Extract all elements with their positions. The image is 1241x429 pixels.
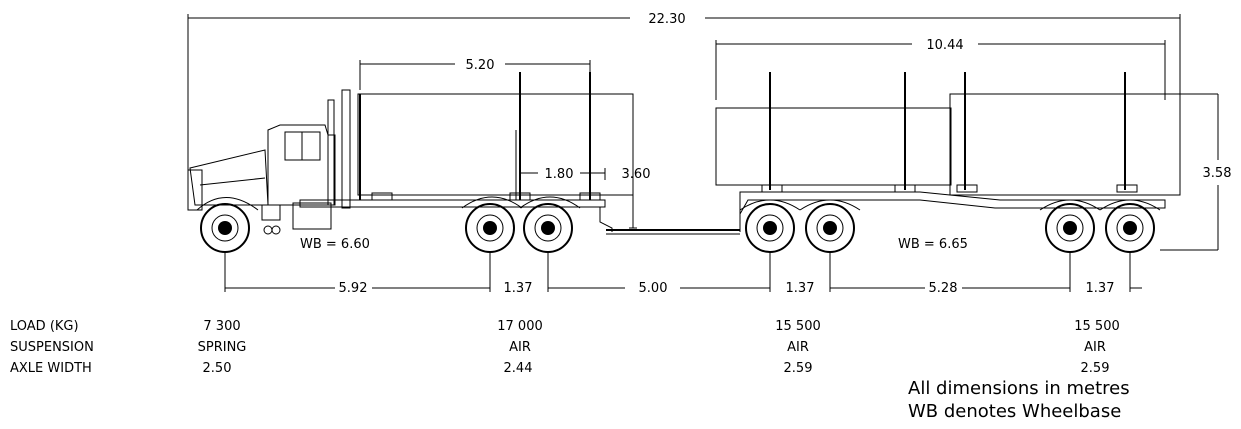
spacing-1: 5.92: [339, 281, 368, 296]
truck-drive-wheel-2: [523, 203, 573, 253]
axle-spacing-dimensions: 5.92 1.37 5.00 1.37 5.28 1.37: [224, 252, 1142, 296]
col1-suspension: SPRING: [198, 340, 247, 355]
truck-steer-wheel: [200, 203, 250, 253]
trailer-wheelbase-label: WB = 6.65: [898, 237, 968, 252]
col1-load: 7 300: [203, 319, 240, 334]
col3-load: 15 500: [775, 319, 821, 334]
truck-bunk-spacing-label: 5.20: [466, 58, 495, 73]
col3-axle-width: 2.59: [784, 361, 813, 376]
col4-suspension: AIR: [1084, 340, 1106, 355]
col4-load: 15 500: [1074, 319, 1120, 334]
note-units: All dimensions in metres: [908, 378, 1130, 399]
spacing-3: 5.00: [639, 281, 668, 296]
trailer-wheel-3: [1045, 203, 1095, 253]
trailer-wheel-2: [805, 203, 855, 253]
trailer-length-dimension: 10.44: [715, 38, 1166, 100]
col2-suspension: AIR: [509, 340, 531, 355]
trailer-wheel-1: [745, 203, 795, 253]
row-label-suspension: SUSPENSION: [10, 340, 94, 355]
truck-height-dimension: 3.60: [622, 94, 651, 229]
logging-truck: [187, 72, 634, 253]
trailer-wheel-4: [1105, 203, 1155, 253]
truck-overhang-dimension: 1.80: [520, 167, 606, 182]
overall-length-label: 22.30: [648, 12, 685, 27]
trailer-height-label: 3.58: [1203, 166, 1232, 181]
truck-drive-wheel-1: [465, 203, 515, 253]
spacing-6: 1.37: [1086, 281, 1115, 296]
spacing-5: 5.28: [929, 281, 958, 296]
spacing-2: 1.37: [504, 281, 533, 296]
truck-bunk-spacing-dimension: 5.20: [359, 58, 591, 90]
col2-axle-width: 2.44: [504, 361, 533, 376]
overall-length-dimension: 22.30: [187, 12, 1181, 195]
log-trailer: [715, 72, 1181, 253]
row-label-axle-width: AXLE WIDTH: [10, 361, 92, 376]
trailer-length-label: 10.44: [926, 38, 963, 53]
truck-height-label: 3.60: [622, 167, 651, 182]
truck-overhang-label: 1.80: [545, 167, 574, 182]
row-label-load: LOAD (KG): [10, 319, 79, 334]
trailer-height-dimension: 3.58: [1160, 93, 1232, 251]
col1-axle-width: 2.50: [203, 361, 232, 376]
col4-axle-width: 2.59: [1081, 361, 1110, 376]
col3-suspension: AIR: [787, 340, 809, 355]
note-wheelbase: WB denotes Wheelbase: [908, 401, 1121, 422]
drawbar: [606, 229, 740, 235]
truck-wheelbase-label: WB = 6.60: [300, 237, 370, 252]
col2-load: 17 000: [497, 319, 543, 334]
axle-data-table: LOAD (KG) SUSPENSION AXLE WIDTH 7 300 SP…: [10, 319, 1120, 376]
spacing-4: 1.37: [786, 281, 815, 296]
